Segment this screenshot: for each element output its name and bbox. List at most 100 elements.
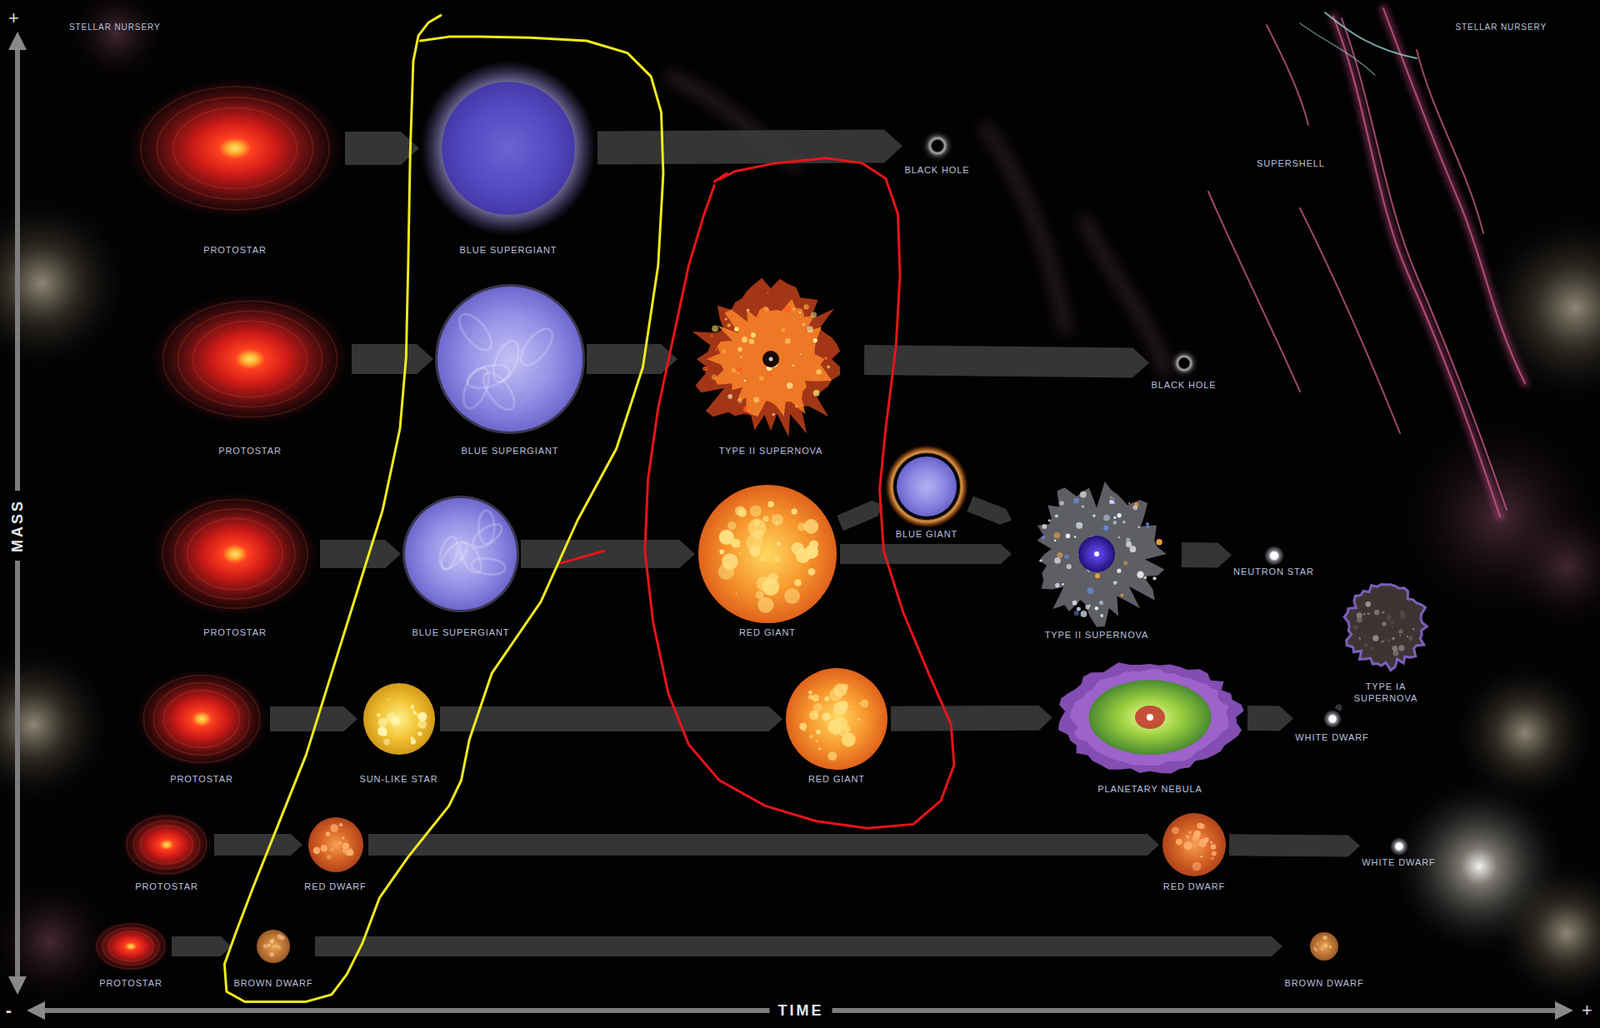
star-illustration [1073, 498, 1080, 505]
evolution-arrow [836, 500, 884, 531]
star-illustration [386, 699, 389, 701]
free-label: STELLAR NURSERY [69, 21, 160, 34]
star-illustration [785, 338, 791, 345]
star-illustration [786, 382, 794, 390]
star-illustration [1408, 635, 1414, 641]
star-illustration [402, 495, 520, 613]
stage-label: TYPE II SUPERNOVA [719, 445, 824, 457]
star-illustration [1353, 625, 1358, 630]
star-illustration [1359, 637, 1362, 640]
star-illustration [1398, 645, 1405, 651]
stage-label: PROTOSTAR [203, 626, 267, 639]
star-illustration [747, 519, 766, 538]
star-stage: RED DWARF [302, 815, 369, 893]
star-illustration [1123, 560, 1128, 565]
star-illustration [1040, 535, 1045, 540]
star-illustration [1356, 617, 1363, 624]
star-stage: BLUE GIANT [883, 445, 970, 540]
star-illustration [1145, 522, 1150, 526]
star-illustration [885, 445, 969, 529]
star-illustration [347, 848, 353, 854]
star-illustration [1367, 612, 1370, 615]
star-illustration [706, 299, 833, 417]
star-image [1013, 479, 1180, 630]
star-illustration [1398, 629, 1404, 635]
star-illustration [1390, 621, 1395, 625]
supershell-filaments [1208, 8, 1525, 517]
star-illustration [270, 940, 275, 945]
star-illustration [269, 952, 275, 958]
star-illustration [715, 348, 718, 351]
star-illustration [740, 356, 742, 359]
star-illustration [178, 310, 323, 407]
star-image [920, 129, 955, 163]
star-stage: TYPE IA SUPERNOVA [1334, 580, 1438, 705]
star-illustration [1075, 522, 1083, 530]
star-illustration [417, 720, 427, 730]
star-stage: TYPE II SUPERNOVA [1011, 479, 1182, 641]
axis-or-region-label: STELLAR NURSERY [1455, 21, 1547, 34]
star-illustration [772, 413, 775, 416]
star-illustration [1112, 501, 1115, 505]
axis-or-region-label: + [1581, 1000, 1595, 1022]
stage-label: WHITE DWARF [1295, 731, 1369, 744]
star-illustration [808, 568, 816, 576]
star-stage: TYPE II SUPERNOVA [677, 275, 865, 457]
star-illustration [711, 325, 719, 333]
evolution-arrow [1229, 834, 1360, 857]
free-label: + [1581, 1000, 1595, 1022]
star-stage: NEUTRON STAR [1231, 545, 1316, 578]
star-illustration [734, 326, 740, 332]
star-illustration [759, 375, 765, 381]
star-illustration [326, 855, 331, 860]
star-illustration [1057, 552, 1064, 559]
stage-label: BLUE SUPERGIANT [460, 244, 558, 256]
star-illustration [163, 300, 338, 417]
star-illustration [1055, 583, 1060, 589]
star-illustration [1122, 520, 1126, 525]
star-illustration [1399, 635, 1401, 637]
star-illustration [815, 740, 819, 743]
free-label: MASS [8, 490, 27, 561]
star-illustration [750, 332, 756, 338]
star-illustration [841, 733, 856, 748]
star-illustration [390, 716, 400, 727]
star-illustration [1155, 539, 1162, 545]
star-illustration [1387, 639, 1390, 642]
star-illustration [1406, 635, 1409, 638]
star-illustration [800, 353, 802, 355]
star-stage: RED DWARF [1159, 811, 1230, 893]
stage-label: PROTOSTAR [99, 977, 163, 990]
star-illustration [1316, 943, 1319, 945]
star-stage: WHITE DWARF [1360, 837, 1438, 869]
stage-label: BLACK HOLE [904, 164, 970, 176]
star-illustration [1092, 514, 1095, 517]
free-label: + [8, 7, 22, 30]
star-illustration [1128, 502, 1130, 505]
star-illustration [1081, 505, 1085, 508]
star-illustration [272, 945, 275, 948]
star-stage: RED GIANT [695, 483, 840, 639]
star-illustration [1381, 640, 1385, 644]
star-illustration [405, 498, 517, 610]
star-illustration [1196, 822, 1204, 830]
star-illustration [1074, 535, 1077, 539]
stage-label: WHITE DWARF [1361, 856, 1435, 869]
star-illustration [1162, 813, 1226, 877]
star-illustration [739, 545, 741, 548]
star-illustration [336, 846, 339, 849]
star-illustration [1363, 613, 1366, 616]
star-illustration [156, 97, 313, 200]
star-image [435, 284, 585, 435]
star-illustration [727, 521, 736, 530]
star-illustration [784, 588, 800, 605]
star-stage: PROTOSTAR [119, 811, 215, 893]
star-illustration [1136, 571, 1144, 579]
star-illustration [515, 324, 558, 371]
star-image [151, 491, 319, 617]
star-illustration [1066, 564, 1072, 570]
star-illustration [749, 339, 755, 345]
star-illustration [755, 590, 765, 600]
star-illustration [308, 817, 364, 873]
star-image [306, 815, 365, 875]
